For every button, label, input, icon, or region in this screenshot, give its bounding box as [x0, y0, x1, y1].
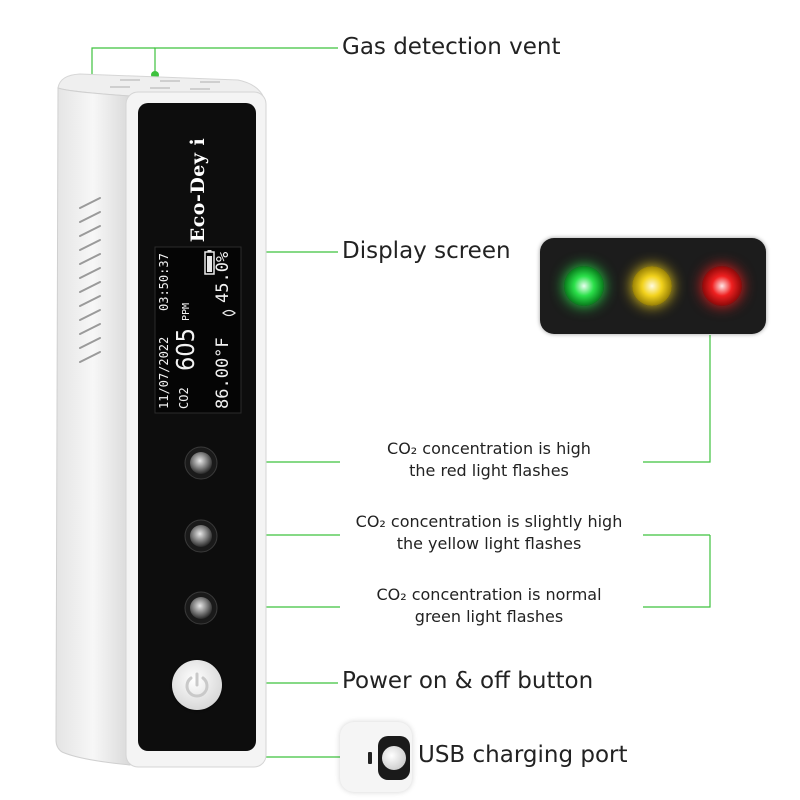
screen-date: 11/07/2022	[157, 336, 171, 409]
note-green-line1: CO₂ concentration is normal	[376, 585, 602, 604]
note-red-line1: CO₂ concentration is high	[387, 439, 591, 458]
top-vent-slots	[110, 79, 220, 90]
oled-readings: 11/07/2022 03:50:37 CO2 605 PPM 86.00°F …	[155, 247, 241, 413]
note-green-line2: green light flashes	[414, 607, 564, 626]
usb-slot-icon	[368, 752, 372, 764]
led-indicators	[184, 446, 218, 625]
note-red: CO₂ concentration is high the red light …	[339, 438, 639, 482]
red-light-icon	[702, 266, 742, 306]
usb-port-thumbnail	[340, 722, 412, 792]
label-gas-vent: Gas detection vent	[342, 34, 561, 60]
led-status-panel	[540, 238, 766, 334]
screen-co2-value: 605	[171, 328, 200, 371]
yellow-led-icon	[190, 525, 212, 547]
label-display: Display screen	[342, 238, 511, 264]
green-led-icon	[190, 597, 212, 619]
red-led-icon	[190, 452, 212, 474]
note-yellow-line1: CO₂ concentration is slightly high	[355, 512, 623, 531]
note-yellow-line2: the yellow light flashes	[396, 534, 582, 553]
brand-logo: Eco-Dey i	[178, 136, 218, 244]
note-green: CO₂ concentration is normal green light …	[339, 584, 639, 628]
usb-cover-icon	[382, 746, 406, 770]
yellow-light-icon	[632, 266, 672, 306]
oled-screen	[154, 246, 242, 414]
screen-gas-label: CO2	[177, 387, 191, 409]
humidity-icon	[222, 309, 236, 317]
screen-unit: PPM	[181, 302, 192, 321]
screen-time: 03:50:37	[157, 253, 171, 311]
label-power: Power on & off button	[342, 668, 594, 694]
label-usb: USB charging port	[418, 742, 628, 768]
green-light-icon	[564, 266, 604, 306]
power-button[interactable]	[172, 660, 222, 710]
power-icon	[185, 672, 209, 698]
battery-icon	[204, 250, 215, 275]
screen-temperature: 86.00°F	[213, 337, 233, 409]
side-vent-slots	[79, 197, 101, 363]
note-red-line2: the red light flashes	[409, 461, 569, 480]
note-yellow: CO₂ concentration is slightly high the y…	[339, 511, 639, 555]
screen-humidity: 45.0%	[213, 251, 233, 303]
brand-name: Eco-Dey i	[187, 137, 209, 243]
